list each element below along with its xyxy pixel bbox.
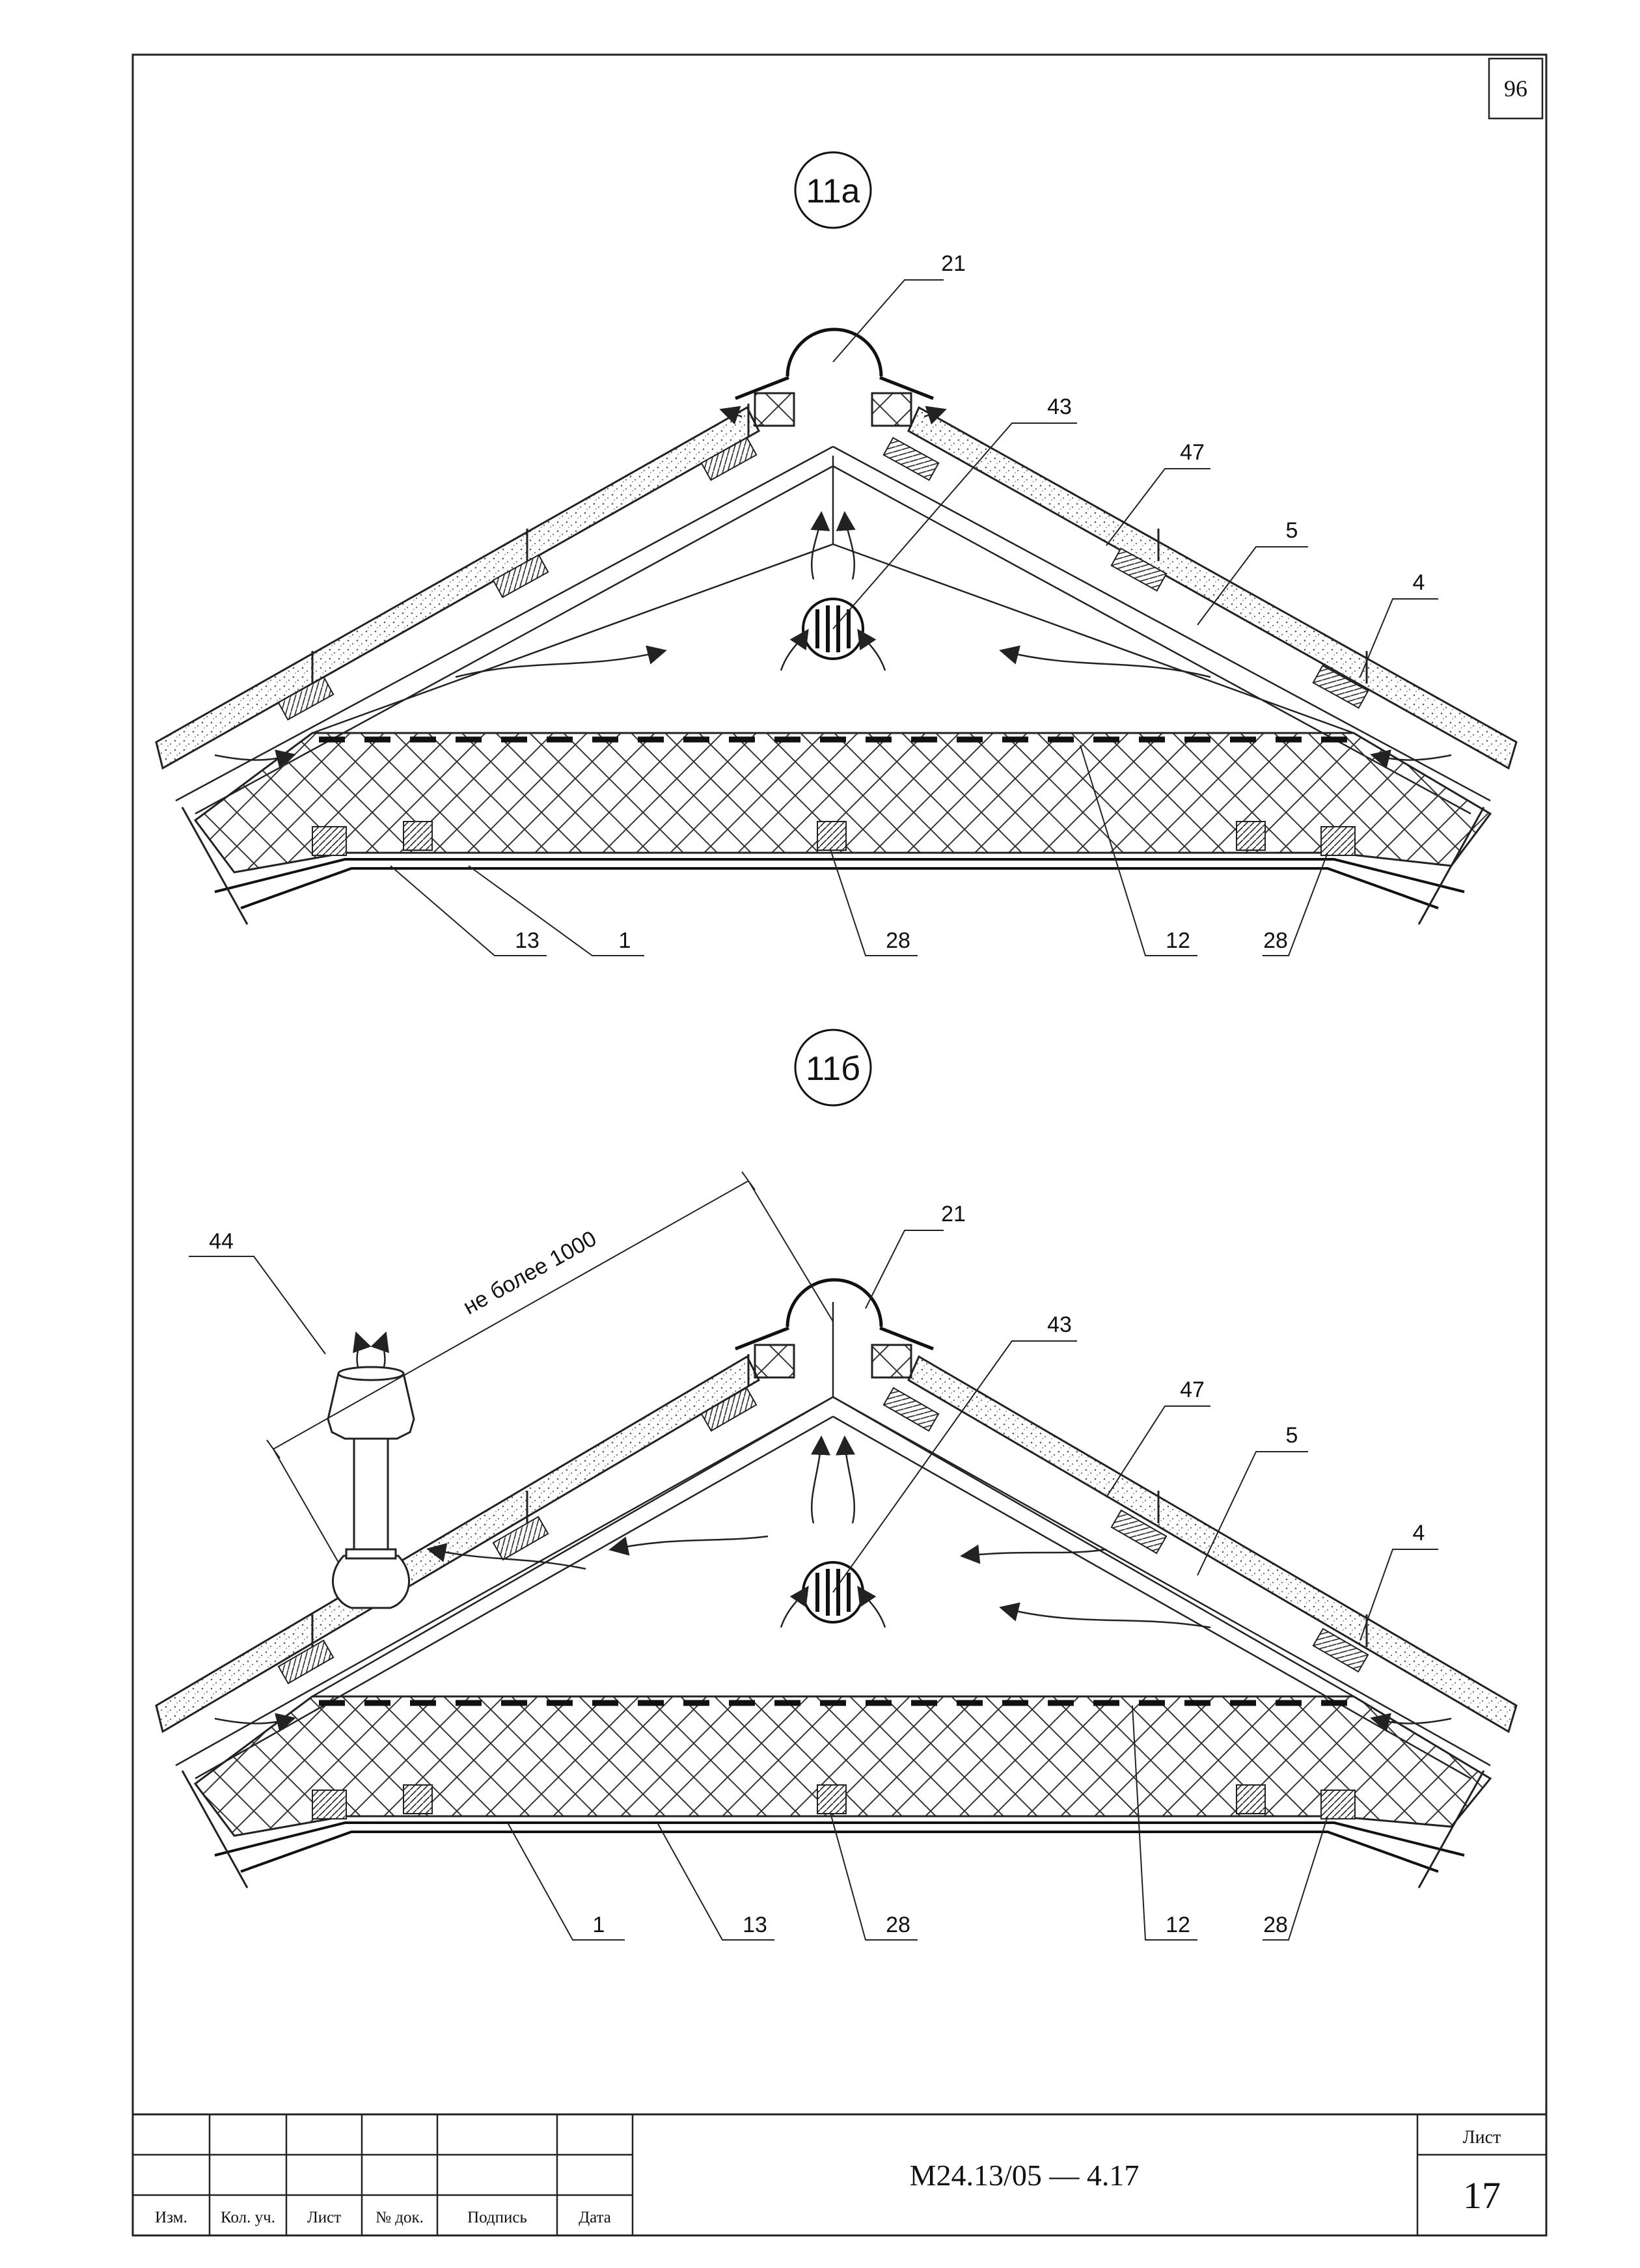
attic-triangle <box>312 456 1354 734</box>
ceiling-lining <box>214 858 1465 909</box>
tb-header-signature: Подпись <box>467 2209 527 2226</box>
callout-4: 4 <box>1413 570 1425 595</box>
tile-steps-left <box>311 1354 750 1647</box>
detail-11a: 11а <box>155 151 1518 956</box>
callout-43: 43 <box>1047 394 1072 419</box>
ridge-flap-left <box>735 376 789 400</box>
roof-covering-left <box>155 406 760 770</box>
ridge-flap-right <box>879 1326 934 1351</box>
document-code: М24.13/05 — 4.17 <box>910 2159 1140 2192</box>
sheet-number: 17 <box>1463 2174 1501 2217</box>
tb-header-doc-no: № док. <box>376 2209 424 2226</box>
insulation-layer <box>193 732 1492 874</box>
ridge-flap-right <box>879 376 934 400</box>
callouts-11a <box>390 279 1438 956</box>
insulation-layer <box>193 1695 1492 1837</box>
ridge-cap <box>786 327 883 377</box>
ridge-batten-left <box>754 392 795 427</box>
ridge-flap-left <box>735 1326 789 1351</box>
callout-47: 47 <box>1180 440 1205 465</box>
roof-covering-right <box>907 406 1518 770</box>
callout-43: 43 <box>1047 1312 1072 1337</box>
title-block: Изм. Кол. уч. Лист № док. Подпись Дата М… <box>131 2113 1548 2237</box>
joists <box>312 1784 1356 1819</box>
corner-sheet-box <box>1488 57 1544 120</box>
drawing-frame <box>131 53 1548 2237</box>
ridge-batten-right <box>871 1344 912 1379</box>
callout-44: 44 <box>209 1229 234 1254</box>
tile-steps-left <box>311 404 750 684</box>
vent-grille-slats <box>815 605 851 652</box>
sheet-label: Лист <box>1463 2127 1501 2148</box>
ridge-cap <box>786 1278 883 1327</box>
roof-covering-left <box>155 1355 760 1734</box>
callout-5: 5 <box>1286 1423 1298 1448</box>
callout-47: 47 <box>1180 1377 1205 1402</box>
eaves-lines <box>181 1770 1485 1888</box>
battens <box>277 1387 1369 1685</box>
tb-header-date: Дата <box>579 2209 611 2226</box>
tb-header-list: Лист <box>307 2209 341 2226</box>
callout-12: 12 <box>1166 928 1190 953</box>
tb-header-kol-uch: Кол. уч. <box>221 2209 275 2226</box>
callout-28: 28 <box>886 1913 910 1937</box>
callout-5: 5 <box>1286 518 1298 543</box>
callout-21: 21 <box>941 1202 966 1226</box>
battens <box>277 437 1369 721</box>
detail-marker-label: 11б <box>806 1050 860 1088</box>
ceiling-lining <box>214 1821 1465 1873</box>
ventilation-outlet-pipe <box>327 1366 415 1609</box>
callout-4: 4 <box>1413 1521 1425 1545</box>
callout-21: 21 <box>941 251 966 276</box>
callout-13: 13 <box>515 928 540 953</box>
attic-triangle <box>312 1302 1354 1698</box>
dimension-line <box>266 1171 834 1563</box>
pipe-exhaust-arrows <box>353 1331 389 1368</box>
corner-sheet-number: 96 <box>1504 76 1527 102</box>
detail-marker-circle <box>794 1029 872 1107</box>
detail-marker-circle <box>794 151 872 229</box>
tb-header-izm: Изм. <box>155 2209 187 2226</box>
vent-grille-slats <box>815 1569 851 1616</box>
detail-11b: 11б <box>155 1029 1518 1941</box>
airflow-arrows <box>214 406 1452 769</box>
joists <box>312 821 1356 856</box>
ridge-batten-left <box>754 1344 795 1379</box>
airflow-arrows <box>214 1435 1452 1732</box>
callout-1: 1 <box>593 1913 605 1937</box>
tile-steps-right <box>1157 1491 1368 1647</box>
tile-steps-right <box>1157 529 1368 684</box>
callout-28-right: 28 <box>1263 1913 1288 1937</box>
dimension-text: не более 1000 <box>459 1226 600 1320</box>
callout-12: 12 <box>1166 1913 1190 1937</box>
callout-1: 1 <box>619 928 631 953</box>
eaves-lines <box>181 807 1485 925</box>
callout-28: 28 <box>886 928 910 953</box>
ridge-batten-right <box>871 392 912 427</box>
callouts-11b <box>189 1230 1438 1941</box>
callout-28-right: 28 <box>1263 928 1288 953</box>
callout-13: 13 <box>743 1913 767 1937</box>
detail-marker-label: 11а <box>806 173 860 210</box>
